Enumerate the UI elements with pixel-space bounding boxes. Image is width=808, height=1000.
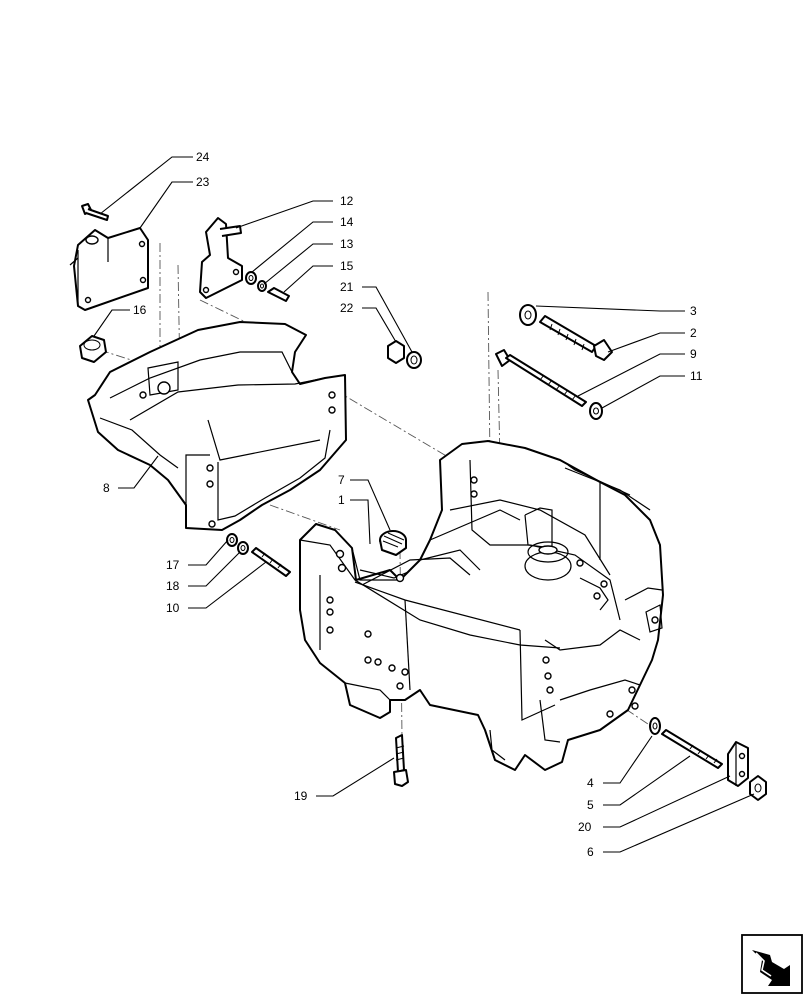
washer-part-13 <box>257 280 267 292</box>
callout-1: 1 <box>338 493 345 507</box>
rear-bracket-part-8 <box>87 321 347 531</box>
washer-part-18 <box>237 541 249 555</box>
callout-12: 12 <box>340 194 354 208</box>
plate-part-23 <box>69 227 149 311</box>
callout-labels: 24 23 12 14 13 15 21 22 16 3 2 9 11 8 7 … <box>103 150 703 859</box>
callout-8: 8 <box>103 481 110 495</box>
callout-19: 19 <box>294 789 308 803</box>
callout-16: 16 <box>133 303 147 317</box>
bolt-part-24 <box>81 203 109 221</box>
plug-part-16 <box>79 335 107 363</box>
stud-part-5 <box>661 729 723 769</box>
callout-15: 15 <box>340 259 354 273</box>
next-page-arrow-icon[interactable] <box>741 934 803 994</box>
callout-14: 14 <box>340 215 354 229</box>
washer-part-3 <box>519 304 537 326</box>
block-part-20 <box>727 741 749 787</box>
callout-18: 18 <box>166 579 180 593</box>
washer-part-17 <box>226 533 238 547</box>
callout-22: 22 <box>340 301 354 315</box>
nut-part-6 <box>749 775 767 801</box>
bolt-part-19 <box>393 734 409 787</box>
callout-13: 13 <box>340 237 354 251</box>
screw-part-15 <box>267 287 290 302</box>
grommet-part-7 <box>379 530 407 556</box>
callout-10: 10 <box>166 601 180 615</box>
washer-part-21 <box>406 351 422 369</box>
callout-7: 7 <box>338 473 345 487</box>
washer-part-4 <box>649 717 661 735</box>
nut-part-22 <box>387 340 405 364</box>
callout-21: 21 <box>340 280 354 294</box>
washer-part-14 <box>245 271 257 285</box>
callout-23: 23 <box>196 175 210 189</box>
leader-lines <box>93 156 755 853</box>
callout-3: 3 <box>690 304 697 318</box>
callout-24: 24 <box>196 150 210 164</box>
washer-part-11 <box>589 402 603 420</box>
bolt-part-2 <box>539 315 613 361</box>
long-bolt-part-9 <box>495 349 587 407</box>
callout-6: 6 <box>587 845 594 859</box>
callout-20: 20 <box>578 820 592 834</box>
callout-5: 5 <box>587 798 594 812</box>
callout-2: 2 <box>690 326 697 340</box>
callout-9: 9 <box>690 347 697 361</box>
callout-17: 17 <box>166 558 180 572</box>
bracket-part-12 <box>199 217 243 299</box>
main-housing-part-1 <box>299 440 664 771</box>
callout-4: 4 <box>587 776 594 790</box>
callout-11: 11 <box>690 369 703 383</box>
stud-part-10 <box>251 547 291 577</box>
